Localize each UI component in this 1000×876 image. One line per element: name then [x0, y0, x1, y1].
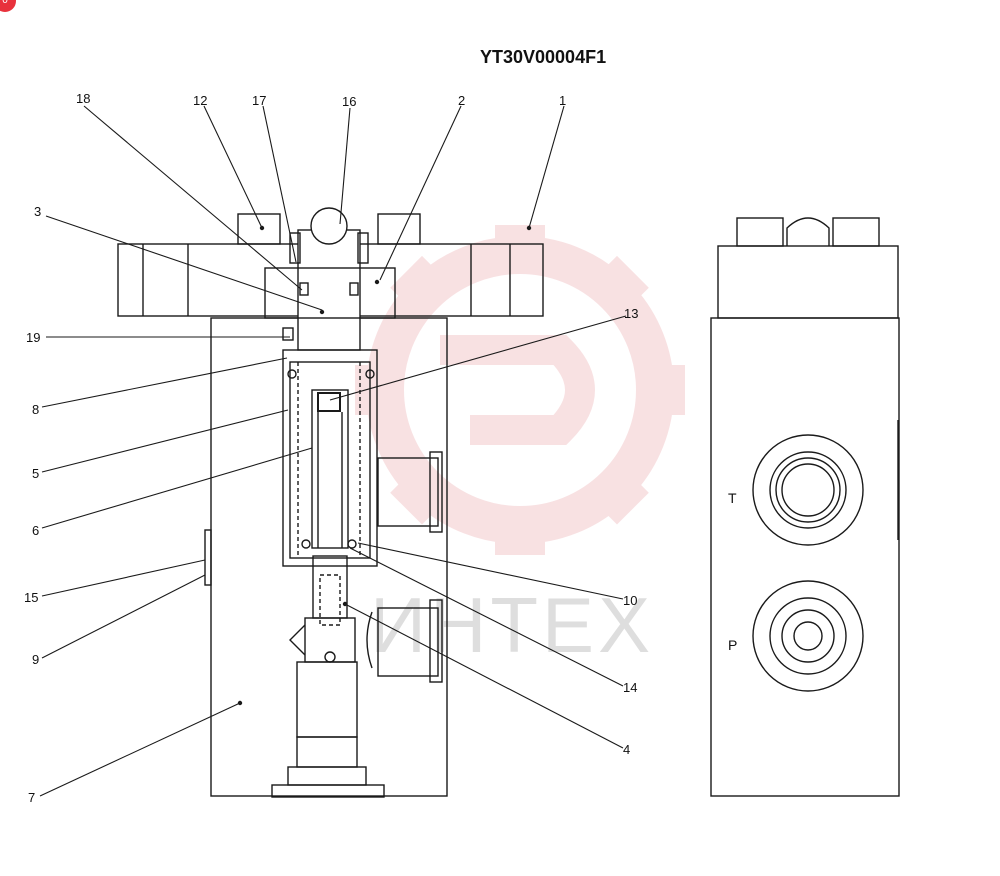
callout-labels: 18 12 17 16 2 1 3 19 8 5 6 15 9 7 13 10 …: [24, 91, 638, 805]
diagram-title: YT30V00004F1: [480, 47, 606, 67]
port-label-p: P: [728, 637, 737, 653]
side-view: [710, 217, 900, 797]
callout-19: 19: [26, 330, 40, 345]
callout-3: 3: [34, 204, 41, 219]
callout-7: 7: [28, 790, 35, 805]
callout-9: 9: [32, 652, 39, 667]
callout-12: 12: [193, 93, 207, 108]
callout-10: 10: [623, 593, 637, 608]
callout-18: 18: [76, 91, 90, 106]
leader-lines: [39, 105, 627, 797]
callout-2: 2: [458, 93, 465, 108]
callout-6: 6: [32, 523, 39, 538]
section-view: [117, 207, 544, 798]
callout-17: 17: [252, 93, 266, 108]
watermark-text: ИНТЕХ: [370, 581, 654, 669]
callout-8: 8: [32, 402, 39, 417]
callout-5: 5: [32, 466, 39, 481]
port-label-t: T: [728, 490, 737, 506]
notification-badge: 0: [0, 0, 16, 12]
callout-14: 14: [623, 680, 637, 695]
callout-16: 16: [342, 94, 356, 109]
callout-4: 4: [623, 742, 630, 757]
watermark-gear-logo: [355, 225, 685, 555]
callout-15: 15: [24, 590, 38, 605]
callout-1: 1: [559, 93, 566, 108]
callout-13: 13: [624, 306, 638, 321]
